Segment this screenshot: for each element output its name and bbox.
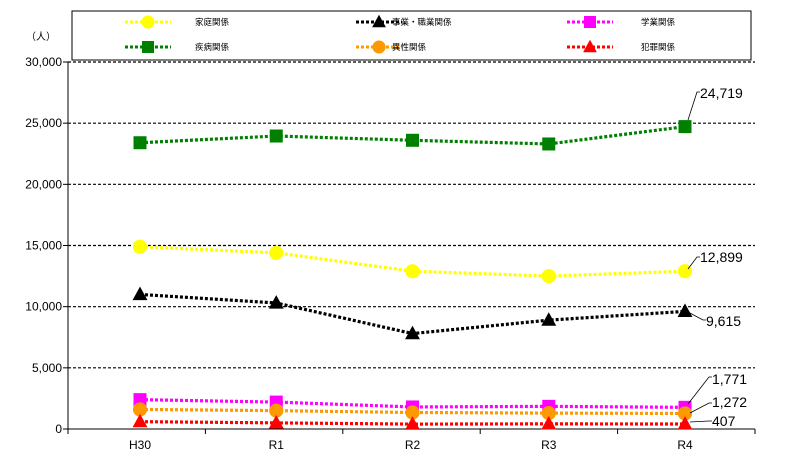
chart-series [132, 120, 693, 430]
data-point [405, 264, 420, 279]
y-tick-label: 10,000 [25, 300, 62, 314]
legend-label: 事業・職業関係 [392, 17, 452, 28]
x-tick-label: R2 [405, 438, 421, 452]
chart-annotations: 24,719 12,899 9,615 1,771 1,272 407 [687, 85, 747, 429]
data-point [132, 286, 148, 301]
series-triangle-000000 [132, 286, 693, 340]
legend-box [71, 10, 752, 61]
series-circle-ff9900 [132, 402, 693, 421]
legend-item: 犯罪関係 [567, 39, 676, 53]
data-point [542, 137, 556, 151]
legend-label: 学業関係 [641, 17, 676, 28]
x-tick-label: R3 [541, 438, 557, 452]
data-point [541, 268, 556, 284]
data-label: 1,272 [712, 394, 747, 410]
data-label: 9,615 [706, 313, 741, 329]
legend-label: 異性関係 [392, 42, 427, 53]
legend-item: 事業・職業関係 [356, 14, 452, 28]
x-tick-label: H30 [129, 438, 151, 452]
y-tick-label: 30,000 [25, 55, 62, 69]
annotation-leader [687, 376, 712, 405]
data-point [677, 416, 693, 430]
data-point [132, 239, 148, 254]
annotation-leader [689, 420, 712, 423]
annotation-leader [687, 311, 706, 321]
data-point [541, 312, 557, 326]
series-circle-ffff00 [132, 239, 693, 284]
x-tick-label: R4 [677, 438, 693, 452]
data-point [269, 129, 283, 143]
y-tick-label: 0 [55, 422, 62, 436]
legend-item: 学業関係 [567, 16, 676, 28]
legend-label: 疾病関係 [195, 42, 230, 53]
legend-label: 家庭関係 [195, 17, 230, 28]
data-point [268, 415, 284, 429]
annotation-leader [687, 256, 700, 270]
legend-marker [141, 15, 155, 29]
data-point [405, 325, 420, 340]
y-tick-label: 5,000 [32, 361, 62, 375]
annotation-leader [687, 91, 700, 121]
x-tick-label: R1 [269, 438, 285, 452]
data-point [677, 303, 693, 318]
data-point [133, 136, 147, 150]
data-point [405, 416, 420, 430]
data-point [541, 415, 557, 430]
series-line [139, 245, 686, 278]
data-label: 1,771 [712, 371, 747, 387]
legend-marker [142, 41, 154, 53]
series-triangle-ff0000 [132, 413, 693, 430]
legend-item: 異性関係 [356, 40, 427, 54]
data-point [132, 413, 148, 428]
data-label: 24,719 [700, 85, 743, 101]
annotation-leader [689, 402, 712, 414]
legend-marker [583, 39, 597, 53]
legend-label: 犯罪関係 [641, 42, 676, 53]
y-tick-label: 25,000 [25, 116, 62, 130]
legend-marker [584, 16, 596, 28]
y-tick-label: 20,000 [25, 177, 62, 191]
data-point [677, 264, 693, 279]
data-point [268, 295, 284, 309]
data-label: 407 [712, 413, 736, 429]
legend-item: 疾病関係 [125, 41, 230, 53]
data-point [269, 245, 284, 260]
legend-marker [372, 14, 386, 28]
legend-marker [372, 40, 386, 54]
chart-grid [68, 61, 755, 369]
y-unit-label: （人） [26, 31, 56, 43]
y-tick-label: 15,000 [25, 239, 62, 253]
series-square-008000 [133, 120, 692, 151]
data-label: 12,899 [700, 249, 743, 265]
data-point [406, 133, 419, 147]
legend-item: 家庭関係 [125, 15, 230, 29]
data-point [678, 120, 692, 134]
